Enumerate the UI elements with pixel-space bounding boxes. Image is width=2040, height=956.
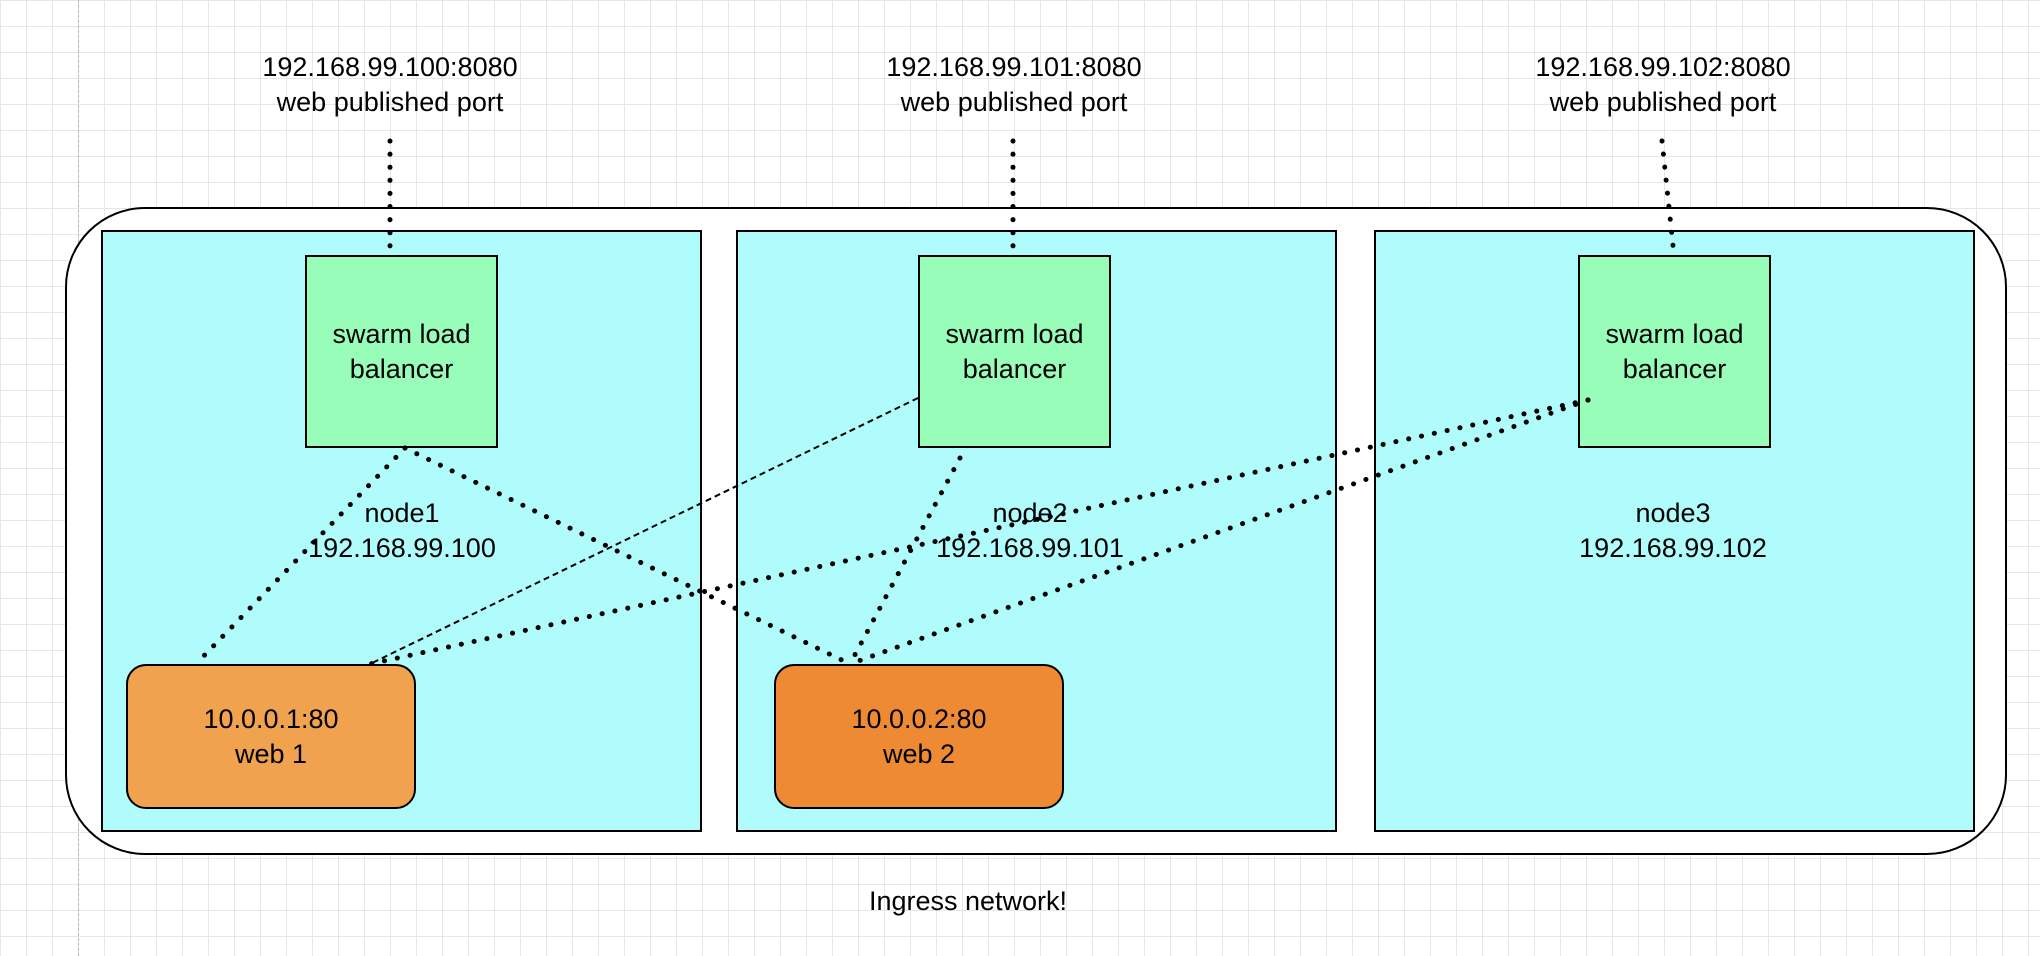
node2-swarm-load-balancer[interactable]: swarm load balancer [918, 255, 1111, 448]
node3-ip: 192.168.99.102 [1579, 533, 1767, 563]
port3-to-lb3-connector [1659, 138, 1677, 258]
node3-load-balancer-label: swarm load balancer [1605, 318, 1744, 384]
web2-name: web 2 [882, 738, 956, 769]
published-port-1-address: 192.168.99.100:8080 [262, 52, 518, 82]
lb3-to-web2-connector [847, 397, 1591, 667]
lb1-to-web1-connector [193, 445, 408, 667]
lb3-to-web1-connector [367, 397, 1591, 667]
node2-ip: 192.168.99.101 [936, 533, 1124, 563]
published-port-2-caption: web published port [900, 87, 1128, 117]
node2-name: node2 [992, 498, 1068, 528]
node2-load-balancer-label: swarm load balancer [945, 318, 1084, 384]
published-port-3: 192.168.99.102:8080 web published port [1483, 50, 1843, 120]
lb2-to-web1-dashed-connector [369, 397, 919, 665]
ingress-network-label: Ingress network! [868, 886, 1068, 916]
published-port-1: 192.168.99.100:8080 web published port [210, 50, 570, 120]
web1-name: web 1 [234, 738, 308, 769]
published-port-2-address: 192.168.99.101:8080 [886, 52, 1142, 82]
node3-swarm-load-balancer[interactable]: swarm load balancer [1578, 255, 1771, 448]
node1-name: node1 [364, 498, 440, 528]
node1-load-balancer-label: swarm load balancer [332, 318, 471, 384]
node1-swarm-load-balancer[interactable]: swarm load balancer [305, 255, 498, 448]
node2-label: node2 192.168.99.101 [880, 496, 1180, 566]
node1-ip: 192.168.99.100 [308, 533, 496, 563]
published-port-3-address: 192.168.99.102:8080 [1535, 52, 1791, 82]
web2-container[interactable]: 10.0.0.2:80 web 2 [774, 664, 1064, 809]
web2-address: 10.0.0.2:80 [851, 703, 987, 734]
web1-container[interactable]: 10.0.0.1:80 web 1 [126, 664, 416, 809]
node3-name: node3 [1635, 498, 1711, 528]
node3-label: node3 192.168.99.102 [1523, 496, 1823, 566]
published-port-1-caption: web published port [276, 87, 504, 117]
published-port-3-caption: web published port [1549, 87, 1777, 117]
lb2-to-web2-connector [847, 455, 963, 667]
node1-label: node1 192.168.99.100 [252, 496, 552, 566]
web1-address: 10.0.0.1:80 [203, 703, 339, 734]
lb1-to-web2-connector [402, 445, 853, 667]
published-port-2: 192.168.99.101:8080 web published port [834, 50, 1194, 120]
